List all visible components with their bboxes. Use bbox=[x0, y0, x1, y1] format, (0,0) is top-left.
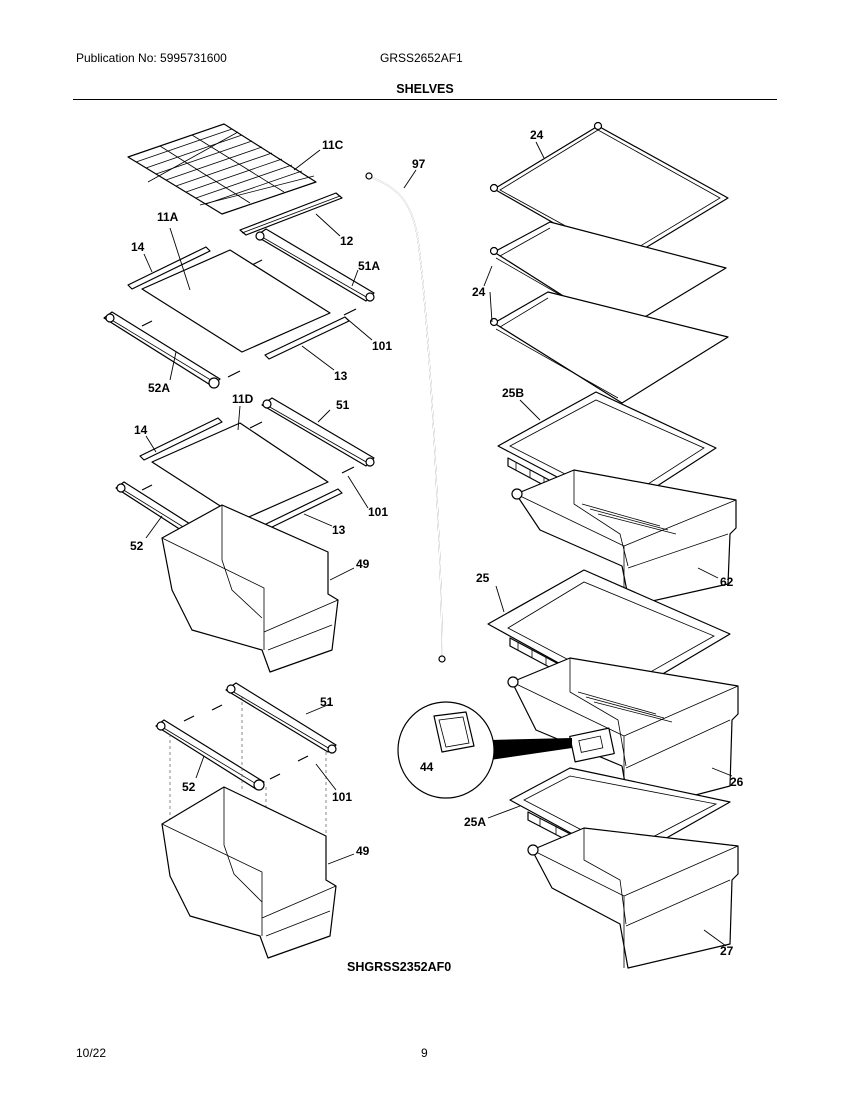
part-label-49-upper: 49 bbox=[356, 557, 370, 571]
part-label-51-lower: 51 bbox=[320, 695, 334, 709]
part-label-25a: 25A bbox=[464, 815, 486, 829]
shelf-trim-14-middle bbox=[139, 417, 223, 461]
part-label-26: 26 bbox=[730, 775, 744, 789]
part-label-62: 62 bbox=[720, 575, 734, 589]
shelf-support-51-middle bbox=[249, 397, 375, 474]
leader-lines bbox=[143, 141, 733, 947]
part-label-101-upper: 101 bbox=[372, 339, 392, 353]
part-label-27: 27 bbox=[720, 944, 734, 958]
shelf-support-51a bbox=[255, 228, 375, 302]
screws-101-lower bbox=[183, 704, 309, 780]
part-label-52-lower: 52 bbox=[182, 780, 196, 794]
part-label-11a: 11A bbox=[157, 210, 179, 224]
part-label-97: 97 bbox=[412, 157, 426, 171]
part-label-51a: 51A bbox=[358, 259, 380, 273]
crisper-drawer-62 bbox=[511, 469, 737, 607]
glass-shelf-24-third bbox=[489, 291, 729, 404]
glass-shelf-11d bbox=[151, 422, 329, 521]
part-label-11d: 11D bbox=[232, 392, 254, 406]
part-label-13-upper: 13 bbox=[334, 369, 348, 383]
crisper-drawer-26 bbox=[507, 657, 739, 813]
part-label-13-middle: 13 bbox=[332, 523, 346, 537]
glass-shelf-11a bbox=[141, 249, 331, 353]
tube-97 bbox=[365, 172, 446, 663]
page-number: 9 bbox=[421, 1046, 428, 1060]
door-bin-49-upper bbox=[161, 504, 339, 673]
part-label-52-middle: 52 bbox=[130, 539, 144, 553]
door-bin-49-lower bbox=[161, 786, 337, 959]
crisper-drawer-27 bbox=[527, 827, 739, 969]
part-label-44: 44 bbox=[420, 760, 434, 774]
header-rule bbox=[73, 99, 777, 100]
part-label-51-middle: 51 bbox=[336, 398, 350, 412]
part-label-14-middle: 14 bbox=[134, 423, 148, 437]
part-label-24-lower: 24 bbox=[472, 285, 486, 299]
shelf-support-52-lower bbox=[155, 719, 265, 791]
shelf-rail-12 bbox=[239, 192, 343, 236]
diagram-caption: SHGRSS2352AF0 bbox=[347, 960, 451, 974]
wire-shelf-11c bbox=[127, 123, 317, 215]
part-label-25: 25 bbox=[476, 571, 490, 585]
shelf-support-52a bbox=[103, 311, 241, 389]
detail-callout-44 bbox=[397, 701, 572, 799]
part-label-49-lower: 49 bbox=[356, 844, 370, 858]
part-label-101-lower: 101 bbox=[332, 790, 352, 804]
part-label-24-top: 24 bbox=[530, 128, 544, 142]
part-label-52a: 52A bbox=[148, 381, 170, 395]
model-number: GRSS2652AF1 bbox=[380, 51, 463, 65]
shelf-support-51-lower bbox=[225, 682, 337, 754]
section-title: SHELVES bbox=[396, 82, 454, 96]
part-labels: 11C 12 11A 14 51A 101 52A 13 11D 51 14 1… bbox=[130, 128, 744, 958]
part-label-101-middle: 101 bbox=[368, 505, 388, 519]
part-label-11c: 11C bbox=[322, 138, 344, 152]
part-label-14-upper: 14 bbox=[131, 240, 145, 254]
part-label-12: 12 bbox=[340, 234, 354, 248]
part-label-25b: 25B bbox=[502, 386, 524, 400]
publication-number: Publication No: 5995731600 bbox=[76, 51, 227, 65]
footer-date: 10/22 bbox=[76, 1046, 107, 1060]
